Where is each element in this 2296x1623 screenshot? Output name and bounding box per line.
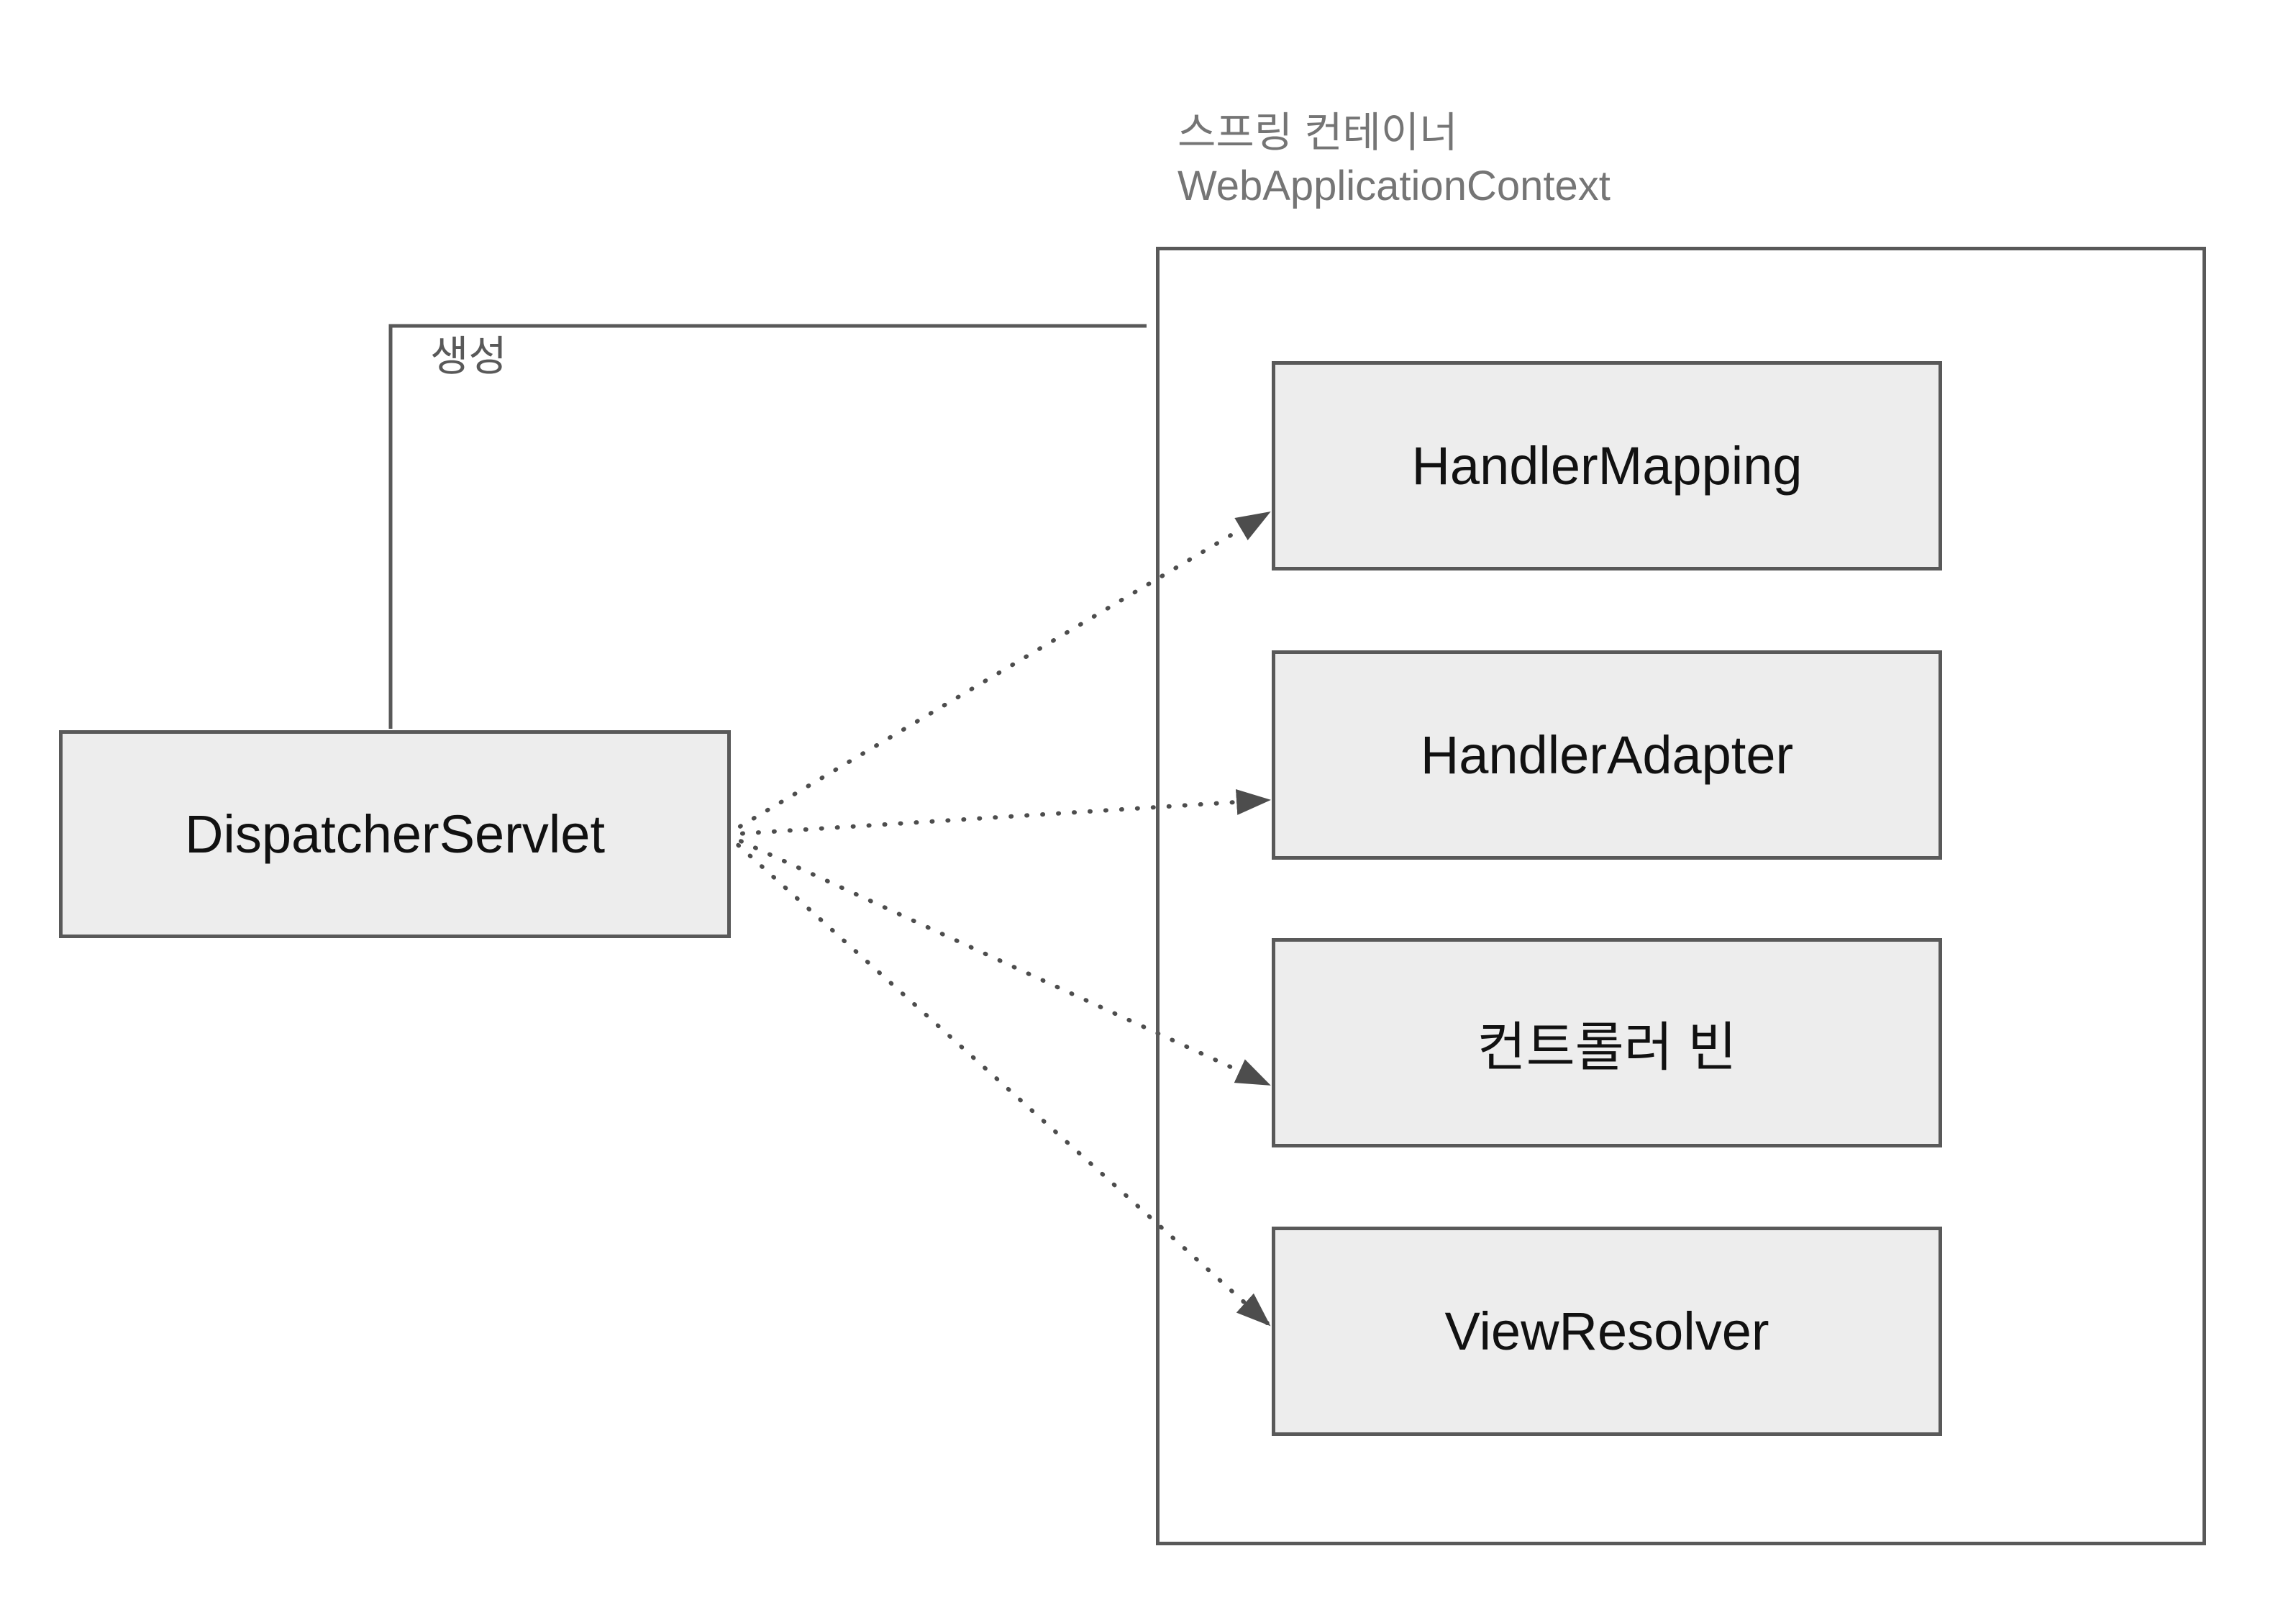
view-resolver-box: ViewResolver xyxy=(1272,1227,1942,1436)
spring-container-caption: 스프링 컨테이너 WebApplicationContext xyxy=(1177,106,1611,213)
view-resolver-label: ViewResolver xyxy=(1444,1301,1769,1361)
handler-adapter-label: HandlerAdapter xyxy=(1420,725,1794,785)
handler-adapter-box: HandlerAdapter xyxy=(1272,650,1942,860)
dispatcher-servlet-label: DispatcherServlet xyxy=(184,804,605,864)
dispatcher-servlet-box: DispatcherServlet xyxy=(59,730,731,938)
controller-bean-box: 컨트롤러 빈 xyxy=(1272,938,1942,1147)
spring-container-caption-line1: 스프링 컨테이너 xyxy=(1177,109,1458,156)
creation-edge-label: 생성 xyxy=(430,333,507,380)
creation-edge-line xyxy=(388,324,1147,729)
handler-mapping-label: HandlerMapping xyxy=(1411,436,1803,496)
controller-bean-label: 컨트롤러 빈 xyxy=(1477,1017,1737,1077)
spring-container-caption-line2: WebApplicationContext xyxy=(1177,163,1611,209)
handler-mapping-box: HandlerMapping xyxy=(1272,361,1942,570)
spring-container-box xyxy=(1156,247,2206,1545)
